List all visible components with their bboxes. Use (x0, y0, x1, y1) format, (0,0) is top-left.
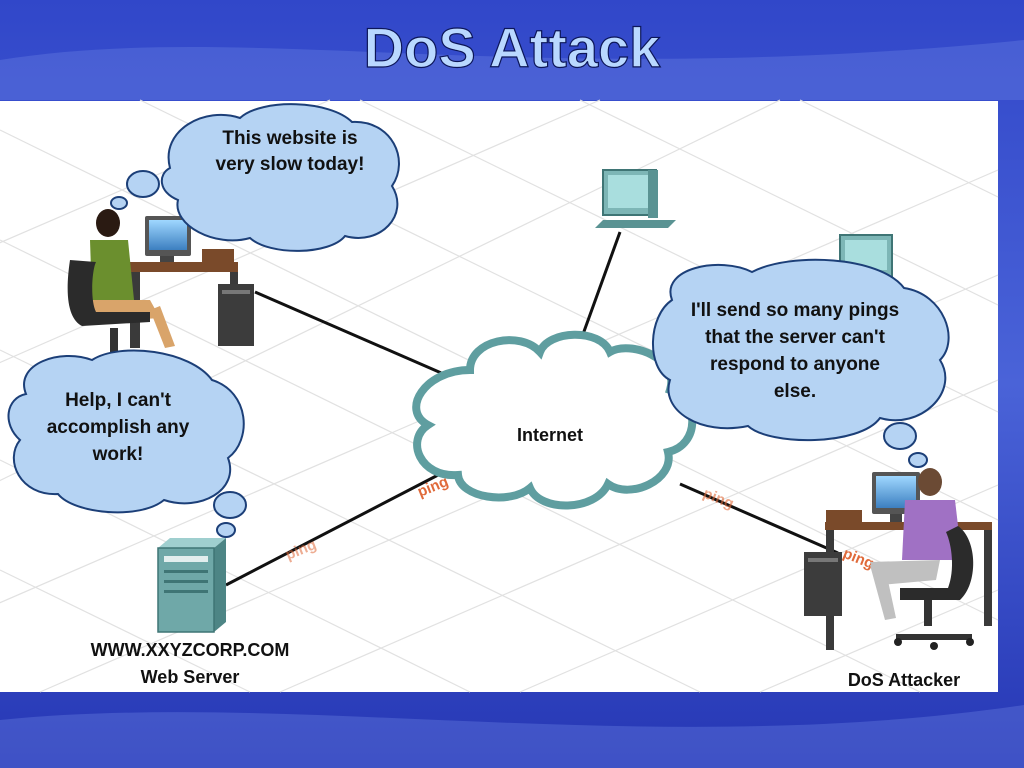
person-body (90, 240, 134, 300)
desk-box (826, 510, 862, 524)
person-body (902, 500, 962, 560)
bubble-text: I'll send so many pings (691, 300, 899, 321)
link-server-internet (225, 472, 441, 587)
victim-top-thought-bubble: This website is very slow today! (110, 103, 400, 252)
remote-computer (595, 169, 676, 228)
person-head (918, 468, 942, 496)
link-pc-internet (576, 231, 622, 349)
office-chair (900, 526, 974, 600)
attacker-workstation (804, 468, 992, 650)
link-attacker-internet (679, 482, 839, 555)
pc-tower (804, 552, 842, 616)
bubble-text: work! (92, 444, 144, 465)
person-head (96, 209, 120, 237)
attacker-label: DoS Attacker (848, 670, 960, 690)
bubble-text: respond to anyone (710, 354, 880, 375)
bubble-text: Help, I can't (65, 390, 172, 411)
background-streak (0, 705, 1024, 768)
bubble-text: very slow today! (216, 154, 365, 175)
office-chair (67, 260, 150, 326)
bubble-text: accomplish any (47, 417, 190, 438)
internet-label: Internet (517, 425, 583, 445)
server-role-label: Web Server (141, 667, 240, 687)
slide-title: DoS Attack (364, 16, 662, 79)
web-server (157, 538, 226, 633)
desk-box (202, 249, 234, 263)
server-url-label: WWW.XXYZCORP.COM (91, 640, 290, 660)
bubble-text: that the server can't (705, 327, 885, 348)
pc-tower (218, 284, 254, 346)
bubble-text: else. (774, 381, 816, 402)
bubble-text: This website is (222, 128, 357, 149)
attacker-thought-bubble: I'll send so many pings that the server … (652, 258, 950, 468)
link-user-internet (254, 290, 463, 384)
victim-side-thought-bubble: Help, I can't accomplish any work! (7, 349, 247, 538)
background-streak (0, 40, 1024, 100)
internet-cloud: Internet (412, 330, 697, 510)
